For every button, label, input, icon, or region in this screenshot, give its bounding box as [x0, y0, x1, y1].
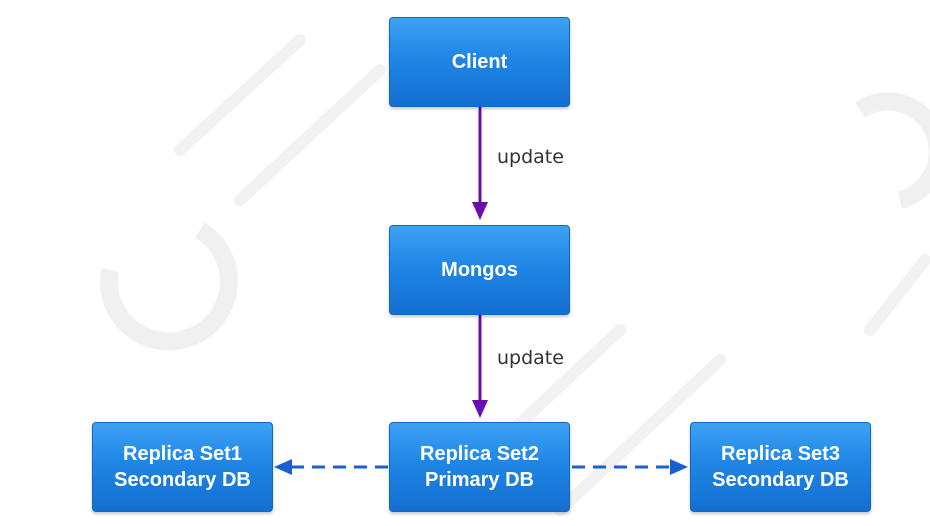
replica-set1-name: Replica Set1 [123, 443, 242, 465]
arrow-replica-set2-to-replica-set1 [274, 459, 388, 475]
arrow-mongos-to-replica-set2 [472, 315, 488, 418]
arrow-replica-set2-to-replica-set3 [572, 459, 688, 475]
arrow-client-to-mongos [472, 107, 488, 220]
replica-set3-name: Replica Set3 [721, 443, 840, 465]
mongos-node-label: Mongos [441, 259, 518, 281]
client-node-label: Client [451, 51, 508, 73]
replica-set3-node[interactable]: Replica Set3 Secondary DB [690, 422, 871, 512]
edge-label-client-mongos: update [497, 146, 564, 168]
replica-set1-role: Secondary DB [114, 469, 251, 491]
replica-set2-node[interactable]: Replica Set2 Primary DB [389, 422, 570, 512]
replica-set3-role: Secondary DB [712, 469, 849, 491]
edge-label-mongos-replica-set2: update [497, 347, 564, 369]
replica-set2-role: Primary DB [425, 469, 534, 491]
replica-set2-name: Replica Set2 [420, 443, 539, 465]
replica-set1-node[interactable]: Replica Set1 Secondary DB [92, 422, 273, 512]
mongos-node[interactable]: Mongos [389, 225, 570, 315]
client-node[interactable]: Client [389, 17, 570, 107]
